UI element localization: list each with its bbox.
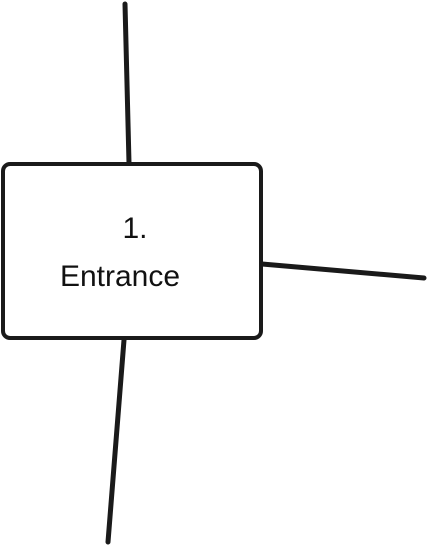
node-label: Entrance — [60, 260, 180, 293]
connector-right — [259, 261, 427, 281]
node-box — [1, 162, 263, 340]
node-entrance[interactable]: 1. Entrance — [1, 162, 263, 340]
node-number: 1. — [122, 212, 147, 245]
connector-top — [122, 1, 132, 166]
connector-bottom — [105, 337, 127, 545]
